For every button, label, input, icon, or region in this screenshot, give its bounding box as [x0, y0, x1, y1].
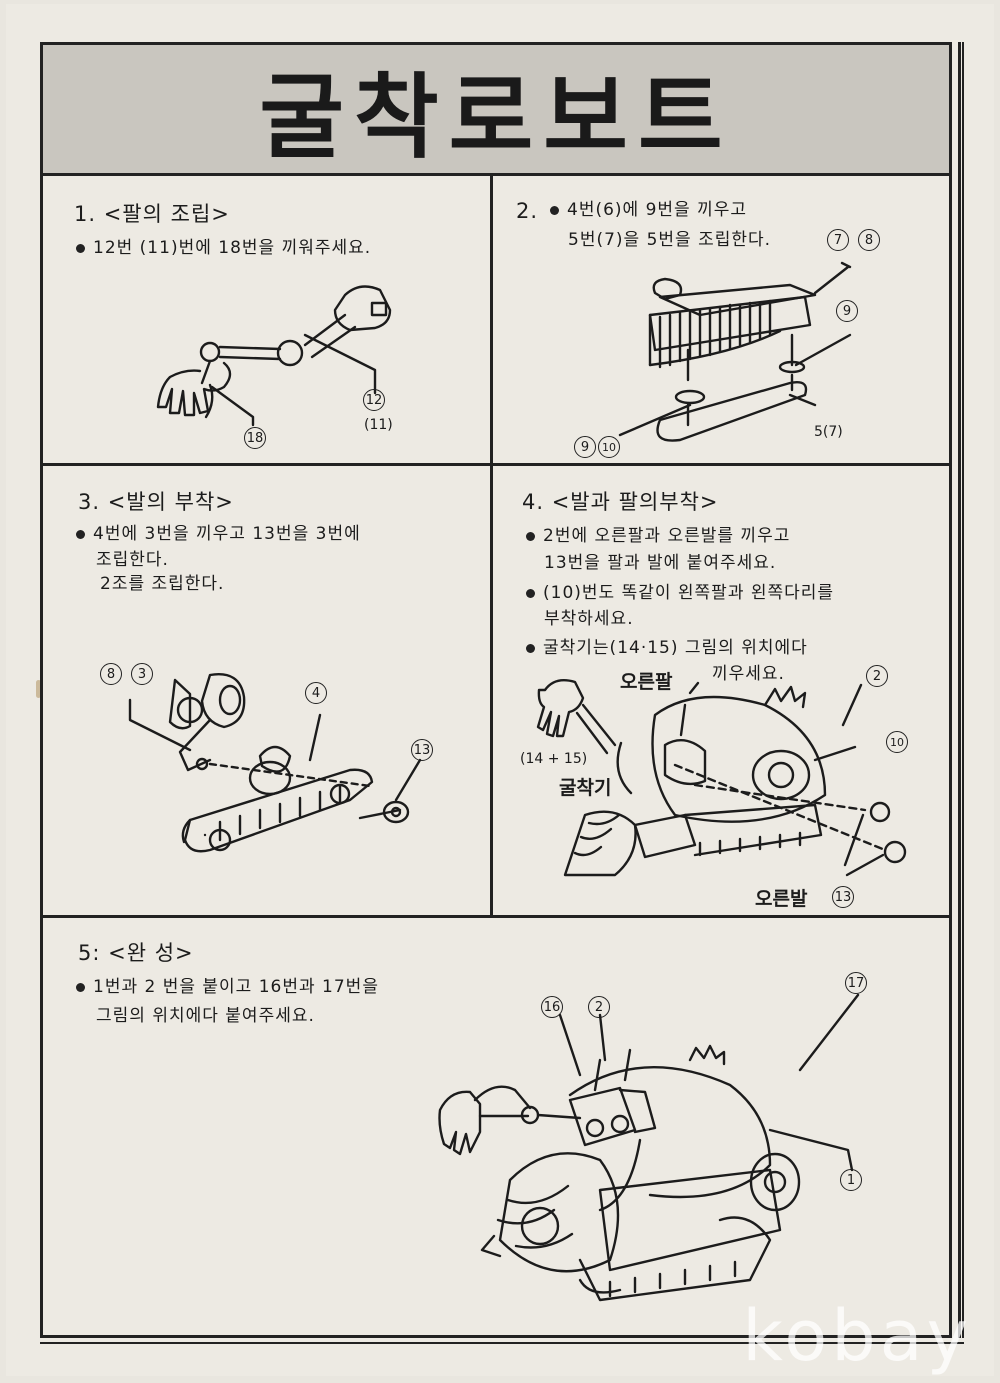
- head-plate-drawing: [618, 261, 852, 442]
- divider-column: [490, 173, 493, 918]
- part-18-marker: 18: [244, 427, 266, 449]
- part-8-marker: 8: [858, 229, 880, 251]
- part-9-marker-top: 9: [836, 300, 858, 322]
- divider-row-1: [43, 463, 949, 466]
- section-4-line-2: 13번을 팔과 발에 붙여주세요.: [544, 553, 777, 573]
- part-8-marker: 8: [100, 663, 122, 685]
- part-10-marker: 10: [598, 436, 620, 458]
- arm-assembly-drawing: [156, 285, 392, 427]
- frame-shadow-bottom: [40, 1334, 964, 1344]
- page-title: 굴착로보트: [259, 63, 733, 171]
- part-16-marker: 16: [541, 996, 563, 1018]
- bullet-icon: [550, 205, 559, 215]
- section-2-title: 2.: [516, 199, 539, 223]
- title-banner: 굴착로보트: [43, 45, 949, 176]
- part-13-marker: 13: [411, 739, 433, 761]
- outer-frame: [40, 42, 952, 1338]
- section-4-line-3: (10)번도 똑같이 왼쪽팔과 왼쪽다리를: [526, 579, 834, 607]
- section-4-line-5: 굴착기는(14·15) 그림의 위치에다: [526, 634, 808, 662]
- section-4-line-6: 끼우세요.: [712, 664, 785, 684]
- section-2-line-1: 4번(6)에 9번을 끼우고: [550, 196, 747, 224]
- section-4-title: 4. <발과 팔의부착>: [522, 490, 719, 514]
- part-9-marker-bottom: 9: [574, 436, 596, 458]
- section-5-title: 5: <완 성>: [78, 941, 194, 965]
- section-1-instruction: 12번 (11)번에 18번을 끼워주세요.: [76, 234, 371, 262]
- section-2-line-2: 5번(7)을 5번을 조립한다.: [568, 230, 772, 250]
- divider-row-2: [43, 915, 949, 918]
- bullet-icon: [76, 243, 85, 253]
- part-5-7-label: 5(7): [814, 424, 843, 440]
- part-10-marker: 10: [886, 731, 908, 753]
- part-4-marker: 4: [305, 682, 327, 704]
- foot-assembly-drawing: [128, 673, 422, 853]
- section-5-line-2: 그림의 위치에다 붙여주세요.: [96, 1006, 315, 1026]
- section-3-line-1: 4번에 3번을 끼우고 13번을 3번에: [76, 520, 361, 548]
- section-3-title: 3. <발의 부착>: [78, 490, 234, 514]
- bullet-icon: [526, 531, 535, 541]
- bullet-icon: [76, 529, 85, 539]
- section-5-line-1: 1번과 2 번을 붙이고 16번과 17번을: [76, 973, 379, 1001]
- bullet-icon: [76, 982, 85, 992]
- part-13-marker: 13: [832, 886, 854, 908]
- drill-label: 굴착기: [559, 777, 612, 799]
- section-4-line-4: 부착하세요.: [544, 609, 634, 629]
- watermark: kobay: [742, 1295, 972, 1377]
- part-2-marker: 2: [588, 996, 610, 1018]
- part-7-marker: 7: [827, 229, 849, 251]
- part-11-label: (11): [364, 417, 393, 433]
- paper-stain: [36, 680, 41, 698]
- section-1-title: 1. <팔의 조립>: [74, 202, 230, 226]
- right-foot-label: 오른발: [755, 888, 808, 910]
- part-12-marker: 12: [363, 389, 385, 411]
- section-3-line-3: 2조를 조립한다.: [100, 574, 225, 594]
- part-3-marker: 3: [131, 663, 153, 685]
- part-17-marker: 17: [845, 972, 867, 994]
- section-4-line-1: 2번에 오른팔과 오른발를 끼우고: [526, 522, 790, 550]
- right-arm-label: 오른팔: [620, 671, 673, 693]
- frame-shadow-right: [958, 42, 964, 1338]
- part-2-marker: 2: [866, 665, 888, 687]
- bullet-icon: [526, 588, 535, 598]
- completed-robot-drawing: [438, 993, 860, 1302]
- drill-robot-assembly-drawing: [536, 679, 907, 877]
- bullet-icon: [526, 643, 535, 653]
- part-14-15-label: (14 + 15): [520, 751, 588, 767]
- section-3-line-2: 조립한다.: [96, 550, 169, 570]
